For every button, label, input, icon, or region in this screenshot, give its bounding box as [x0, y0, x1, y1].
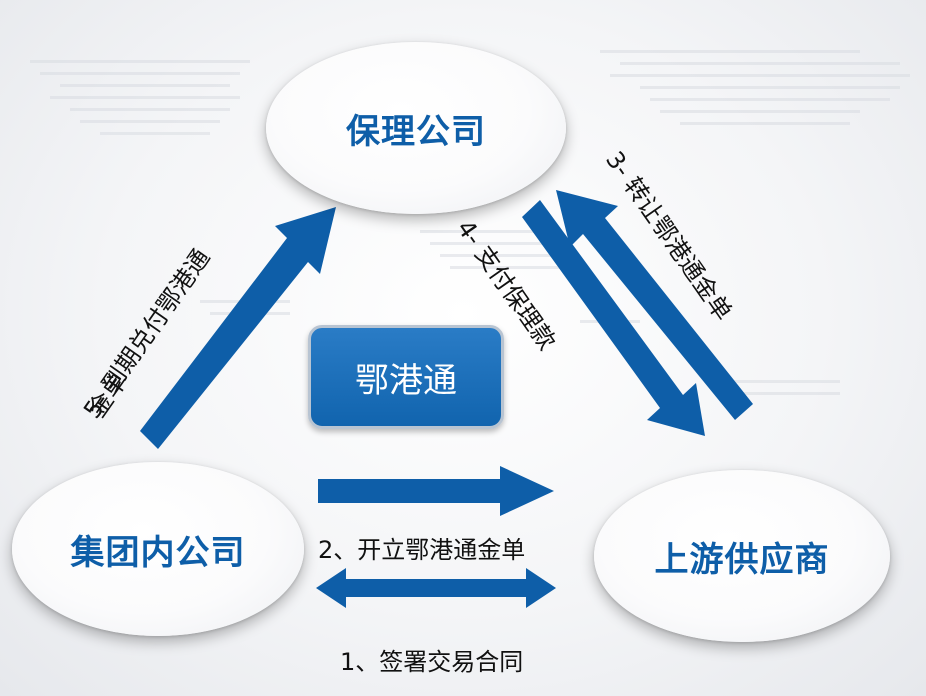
step-issue-label: 2、开立鄂港通金单 [318, 536, 526, 564]
node-group-label: 集团内公司 [70, 532, 246, 573]
platform-box: 鄂港通 [308, 325, 504, 429]
node-group-company: 集团内公司 [12, 462, 304, 636]
step-sign-label: 1、签署交易合同 [340, 648, 524, 676]
arrow-redeem [140, 207, 336, 449]
node-factoring-company: 保理公司 [266, 42, 566, 214]
arrow-pay [522, 200, 705, 436]
arrow-issue [318, 466, 554, 516]
arrow-sign-contract [316, 568, 556, 608]
arrow-transfer [556, 190, 753, 420]
node-upstream-supplier: 上游供应商 [594, 470, 890, 642]
platform-label: 鄂港通 [355, 360, 457, 401]
node-factoring-label: 保理公司 [346, 111, 486, 152]
node-supplier-label: 上游供应商 [654, 539, 830, 580]
